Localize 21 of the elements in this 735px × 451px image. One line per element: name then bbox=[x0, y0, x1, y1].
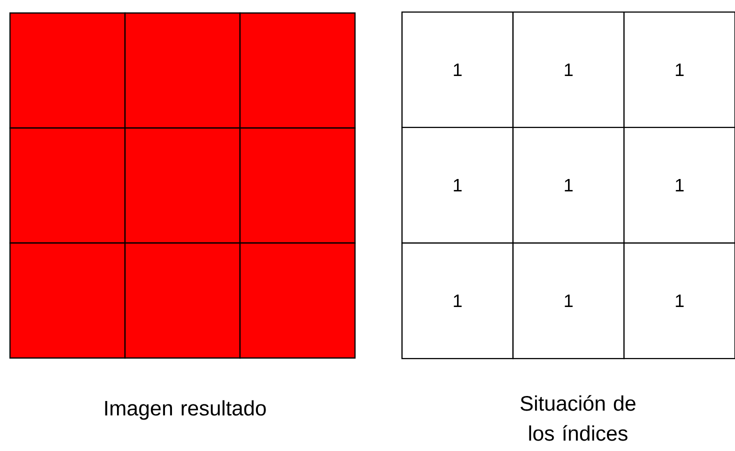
pixel-square bbox=[124, 242, 241, 359]
index-cell: 1 bbox=[623, 11, 735, 128]
index-cell: 1 bbox=[401, 242, 514, 360]
pixel-square bbox=[124, 12, 241, 129]
caption: Situación de los índices bbox=[520, 395, 636, 441]
pixel-square bbox=[239, 127, 356, 244]
index-cell: 1 bbox=[512, 126, 625, 244]
index-cell: 1 bbox=[401, 11, 514, 128]
pixel-square bbox=[239, 12, 356, 129]
index-cell: 1 bbox=[401, 126, 514, 244]
pixel-square bbox=[9, 127, 126, 244]
index-cell: 1 bbox=[512, 242, 625, 360]
pixel-square bbox=[9, 242, 126, 359]
caption: Imagen resultado bbox=[105, 400, 266, 420]
index-cell: 1 bbox=[512, 11, 625, 128]
pixel-square bbox=[124, 127, 241, 244]
index-cell: 1 bbox=[623, 126, 735, 244]
index-cell: 1 bbox=[623, 242, 735, 360]
pixel-square bbox=[9, 12, 126, 129]
pixel-square bbox=[239, 242, 356, 359]
node-label: 1 bbox=[676, 64, 684, 76]
